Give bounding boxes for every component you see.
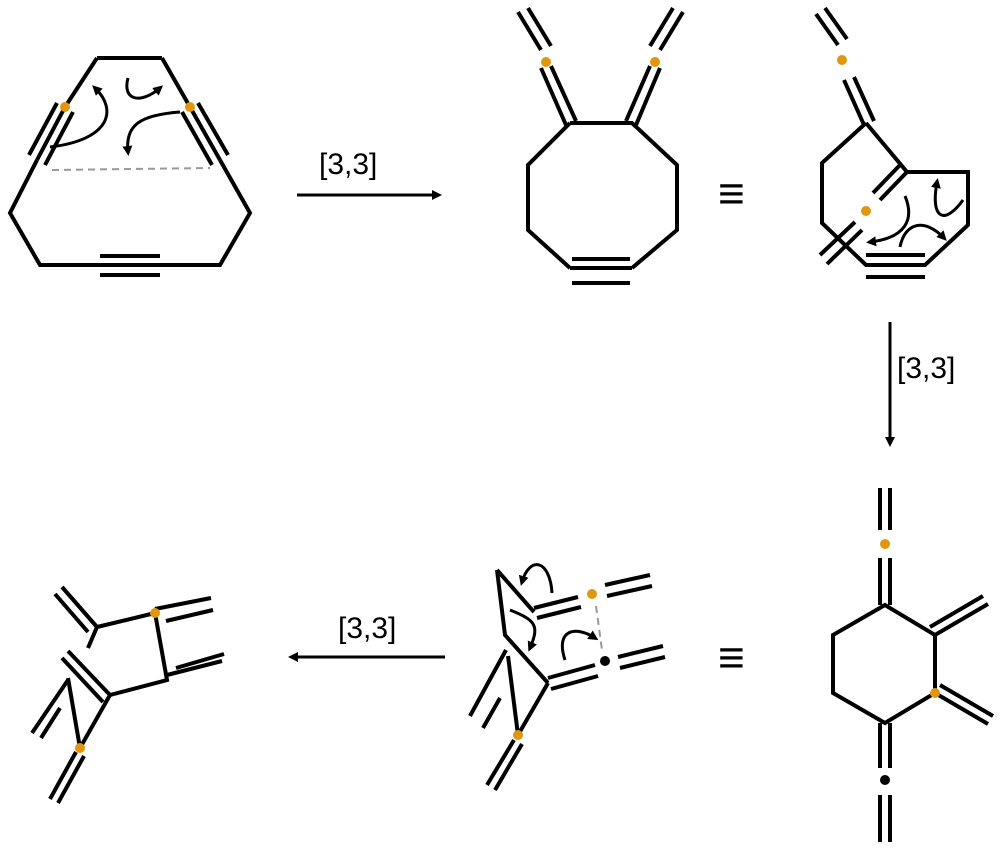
curved-arrow	[125, 77, 164, 100]
molecule-cyclooctyne-bisallenyl	[516, 6, 685, 285]
radical-dot	[930, 688, 940, 698]
radical-dot	[75, 743, 85, 753]
curved-arrow	[898, 223, 947, 248]
curved-arrow	[930, 178, 965, 217]
curved-arrow	[866, 195, 911, 247]
radical-dot	[587, 589, 597, 599]
molecule-product	[30, 585, 225, 804]
radical-dot	[600, 656, 610, 666]
radical-dot	[650, 57, 660, 67]
radical-dot	[185, 102, 195, 112]
step-label-1: [3,3]	[319, 148, 378, 181]
molecule-folded-conformer	[814, 6, 970, 279]
radical-dot	[541, 57, 551, 67]
curved-arrow	[509, 608, 537, 652]
radical-dot	[837, 55, 847, 65]
equivalence-symbol-bottom: ≡	[718, 631, 745, 683]
equivalence-symbol-top: ≡	[718, 167, 745, 219]
molecule-triyne-macrocycle	[7, 56, 253, 277]
radical-dot	[150, 608, 160, 618]
curved-arrow	[49, 85, 109, 149]
curved-arrow	[518, 563, 554, 594]
molecule-bottom-conformer	[468, 563, 666, 792]
radical-dot	[861, 206, 871, 216]
radical-dot	[513, 730, 523, 740]
radical-dot	[880, 539, 890, 549]
curved-arrow	[122, 110, 181, 156]
step-label-3: [3,3]	[338, 612, 397, 645]
radical-dot	[60, 102, 70, 112]
curved-arrow	[560, 629, 599, 661]
molecule-hexaene-ring	[831, 488, 995, 842]
radical-dot	[880, 775, 890, 785]
step-label-2: [3,3]	[897, 352, 956, 385]
